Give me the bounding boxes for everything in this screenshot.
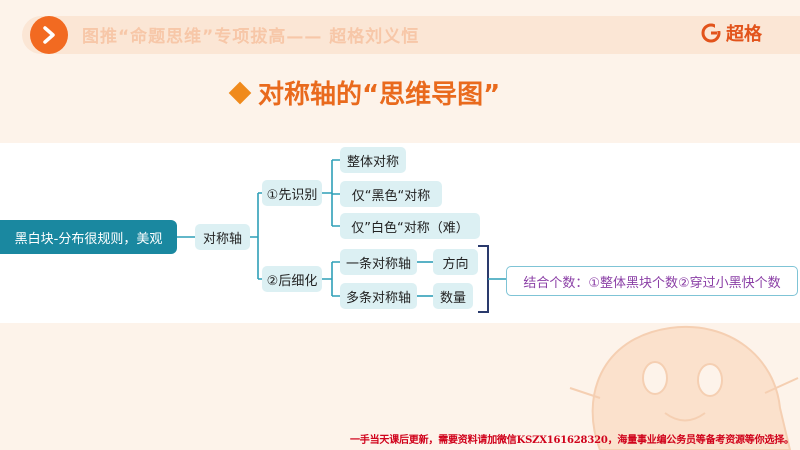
node-branch2-item-2: 多条对称轴: [340, 283, 417, 309]
node-center: 对称轴: [195, 224, 250, 250]
chevron-right-icon: [43, 26, 55, 44]
slide-title: 对称轴的“思维导图”: [228, 74, 501, 111]
node-leaf-direction: 方向: [433, 249, 478, 275]
header-title: 图推“命题思维”专项拔高—— 超格刘义恒: [82, 27, 420, 47]
brand-name: 超格: [726, 24, 762, 45]
node-branch1-item-1: 整体对称: [340, 147, 406, 173]
summary-box: 结合个数：①整体黑块个数②穿过小黑快个数: [506, 266, 798, 296]
brand: 超格: [700, 20, 762, 46]
node-branch2-item-1: 一条对称轴: [340, 249, 417, 275]
mascot-watermark-icon: [569, 325, 799, 450]
brand-logo-icon: [701, 22, 722, 43]
node-branch1: ①先识别: [262, 180, 322, 206]
footer-note: 一手当天课后更新，需要资料请加微信KSZX161628320，海量事业编公务员等…: [350, 435, 794, 446]
node-branch1-item-2: 仅“黑色“对称: [340, 181, 442, 207]
node-branch1-item-3: 仅”白色“对称（难）: [340, 213, 480, 239]
slide-title-text: 对称轴的“思维导图”: [258, 80, 501, 110]
mindmap-root: 黑白块-分布很规则，美观: [0, 220, 177, 254]
next-button[interactable]: [30, 16, 68, 54]
node-leaf-count: 数量: [433, 283, 473, 309]
node-branch2: ②后细化: [262, 266, 322, 292]
header-bar: [22, 16, 800, 54]
